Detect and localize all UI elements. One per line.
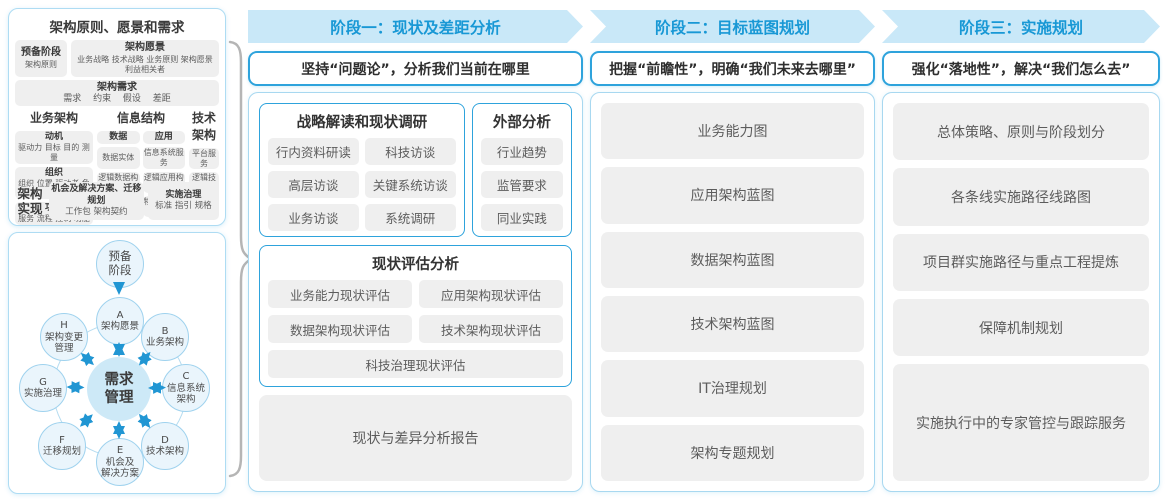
panel-title: 架构原则、愿景和需求 — [49, 20, 185, 36]
list-item: 平台服务 — [189, 148, 219, 170]
realization-label: 架构实现 — [17, 186, 43, 216]
opportunities-migration-box: 机会及解决方案、迁移规划 工作包 架构契约 — [49, 182, 144, 220]
list-item: 保障机制规划 — [893, 299, 1149, 357]
adm-node-preparation: 预备 阶段 — [96, 240, 144, 288]
phase3-subtitle: 强化“落地性”，解决“我们怎么去” — [882, 51, 1160, 86]
phase2-header: 阶段二：目标蓝图规划 — [590, 10, 875, 43]
architecture-vision-box: 架构愿景 业务战略 技术战略 业务原则 架构愿景 利益相关者 — [71, 40, 219, 77]
phase3-header: 阶段三：实施规划 — [882, 10, 1160, 43]
requirements-title: 架构需求 — [97, 81, 137, 93]
implementation-governance-box: 实施治理 标准 指引 规格 — [147, 182, 219, 220]
list-item: 数据实体 — [97, 147, 140, 169]
list-item: 项目群实施路径与重点工程提炼 — [893, 233, 1149, 292]
list-item: 业务能力图 — [601, 103, 864, 160]
motivation-box: 动机 驱动力 目标 目的 测量 — [15, 131, 93, 164]
vision-sub: 业务战略 技术战略 业务原则 架构愿景 利益相关者 — [77, 54, 213, 74]
strategy-research-title: 战略解读和现状调研 — [296, 115, 428, 131]
list-item: 高层访谈 — [268, 171, 359, 198]
phase2-subtitle: 把握“前瞻性”，明确“我们未来去哪里” — [590, 51, 875, 86]
list-item: 实施执行中的专家管控与跟踪服务 — [893, 364, 1149, 482]
list-item: 行内资料研读 — [268, 138, 359, 165]
list-item: 数据架构现状评估 — [268, 315, 412, 343]
list-item: 系统调研 — [364, 204, 456, 231]
architecture-requirements-box: 架构需求 需求 约束 假设 差距 — [15, 79, 219, 107]
list-item: 行业趋势 — [480, 138, 563, 165]
vision-title: 架构愿景 — [125, 42, 165, 53]
list-item: 技术架构蓝图 — [601, 295, 864, 353]
application-header-chip: 应用 — [142, 131, 185, 145]
list-item: 业务能力现状评估 — [268, 280, 412, 308]
technology-architecture-header: 技术架构 — [191, 111, 216, 143]
external-analysis-box: 外部分析 行业趋势 监管要求 同业实践 — [471, 103, 572, 237]
architecture-columns: 业务架构 动机 驱动力 目标 目的 测量 组织 组织 位置 驱动者 角色 功能 … — [15, 109, 219, 225]
business-architecture-header: 业务架构 — [29, 111, 78, 126]
list-item: 应用架构现状评估 — [419, 280, 563, 308]
list-item: 监管要求 — [480, 171, 563, 198]
phase2-column: 业务能力图 应用架构蓝图 数据架构蓝图 技术架构蓝图 IT治理规划 架构专题规划 — [590, 92, 875, 492]
phase1-subtitle: 坚持“问题论”，分析我们当前在哪里 — [248, 51, 583, 86]
phase3-column: 总体策略、原则与阶段划分 各条线实施路径线路图 项目群实施路径与重点工程提炼 保… — [882, 92, 1160, 492]
list-item: 技术架构现状评估 — [419, 315, 563, 343]
phase1-column: 战略解读和现状调研 行内资料研读 科技访谈 高层访谈 关键系统访谈 业务访谈 系… — [248, 92, 583, 492]
phase1-header: 阶段一：现状及差距分析 — [248, 10, 583, 43]
list-item: 数据架构蓝图 — [601, 231, 864, 288]
prep-vision-row: 预备阶段 架构原则 架构愿景 业务战略 技术战略 业务原则 架构愿景 利益相关者 — [15, 40, 219, 77]
organization-title: 组织 — [44, 167, 63, 178]
list-item: 业务访谈 — [268, 204, 359, 231]
gap-analysis-report-box: 现状与差异分析报告 — [259, 395, 572, 481]
architecture-realization-row: 架构实现 机会及解决方案、迁移规划 工作包 架构契约 实施治理 标准 指引 规格 — [15, 182, 219, 220]
motivation-sub: 驱动力 目标 目的 测量 — [18, 143, 90, 163]
data-header-chip: 数据 — [97, 131, 140, 145]
list-item: 信息系统服务 — [142, 147, 185, 169]
prep-phase-title: 预备阶段 — [21, 47, 61, 58]
list-item: 应用架构蓝图 — [601, 167, 864, 224]
prep-phase-box: 预备阶段 架构原则 — [15, 40, 67, 77]
technology-architecture-column: 技术架构 平台服务 逻辑技术构件 物理技术构件 — [189, 109, 219, 218]
list-item: 同业实践 — [480, 204, 563, 231]
list-item: 架构专题规划 — [601, 424, 864, 481]
architecture-framework-panel: 架构原则、愿景和需求 预备阶段 架构原则 架构愿景 业务战略 技术战略 业务原则… — [8, 8, 226, 226]
list-item: 总体策略、原则与阶段划分 — [893, 103, 1149, 161]
assessment-title: 现状评估分析 — [372, 257, 459, 273]
adm-requirements-management: 需求 管理 — [87, 357, 151, 421]
prep-phase-sub: 架构原则 — [25, 59, 57, 69]
list-item: 关键系统访谈 — [364, 171, 456, 198]
list-item: 科技治理现状评估 — [268, 350, 563, 378]
information-structure-column: 信息结构 数据 数据实体 逻辑数据构件 物理数据构件 应用 信息系统服务 逻辑应… — [97, 109, 185, 217]
external-analysis-title: 外部分析 — [492, 115, 551, 131]
list-item: IT治理规划 — [601, 360, 864, 417]
business-architecture-column: 业务架构 动机 驱动力 目标 目的 测量 组织 组织 位置 驱动者 角色 功能 … — [15, 109, 93, 225]
motivation-title: 动机 — [44, 132, 63, 143]
list-item: 各条线实施路径线路图 — [893, 168, 1149, 226]
information-structure-header: 信息结构 — [116, 111, 165, 126]
strategy-research-box: 战略解读和现状调研 行内资料研读 科技访谈 高层访谈 关键系统访谈 业务访谈 系… — [259, 103, 465, 237]
list-item: 科技访谈 — [364, 138, 456, 165]
requirements-sub: 需求 约束 假设 差距 — [63, 93, 171, 104]
assessment-box: 现状评估分析 业务能力现状评估 应用架构现状评估 数据架构现状评估 技术架构现状… — [259, 245, 572, 387]
